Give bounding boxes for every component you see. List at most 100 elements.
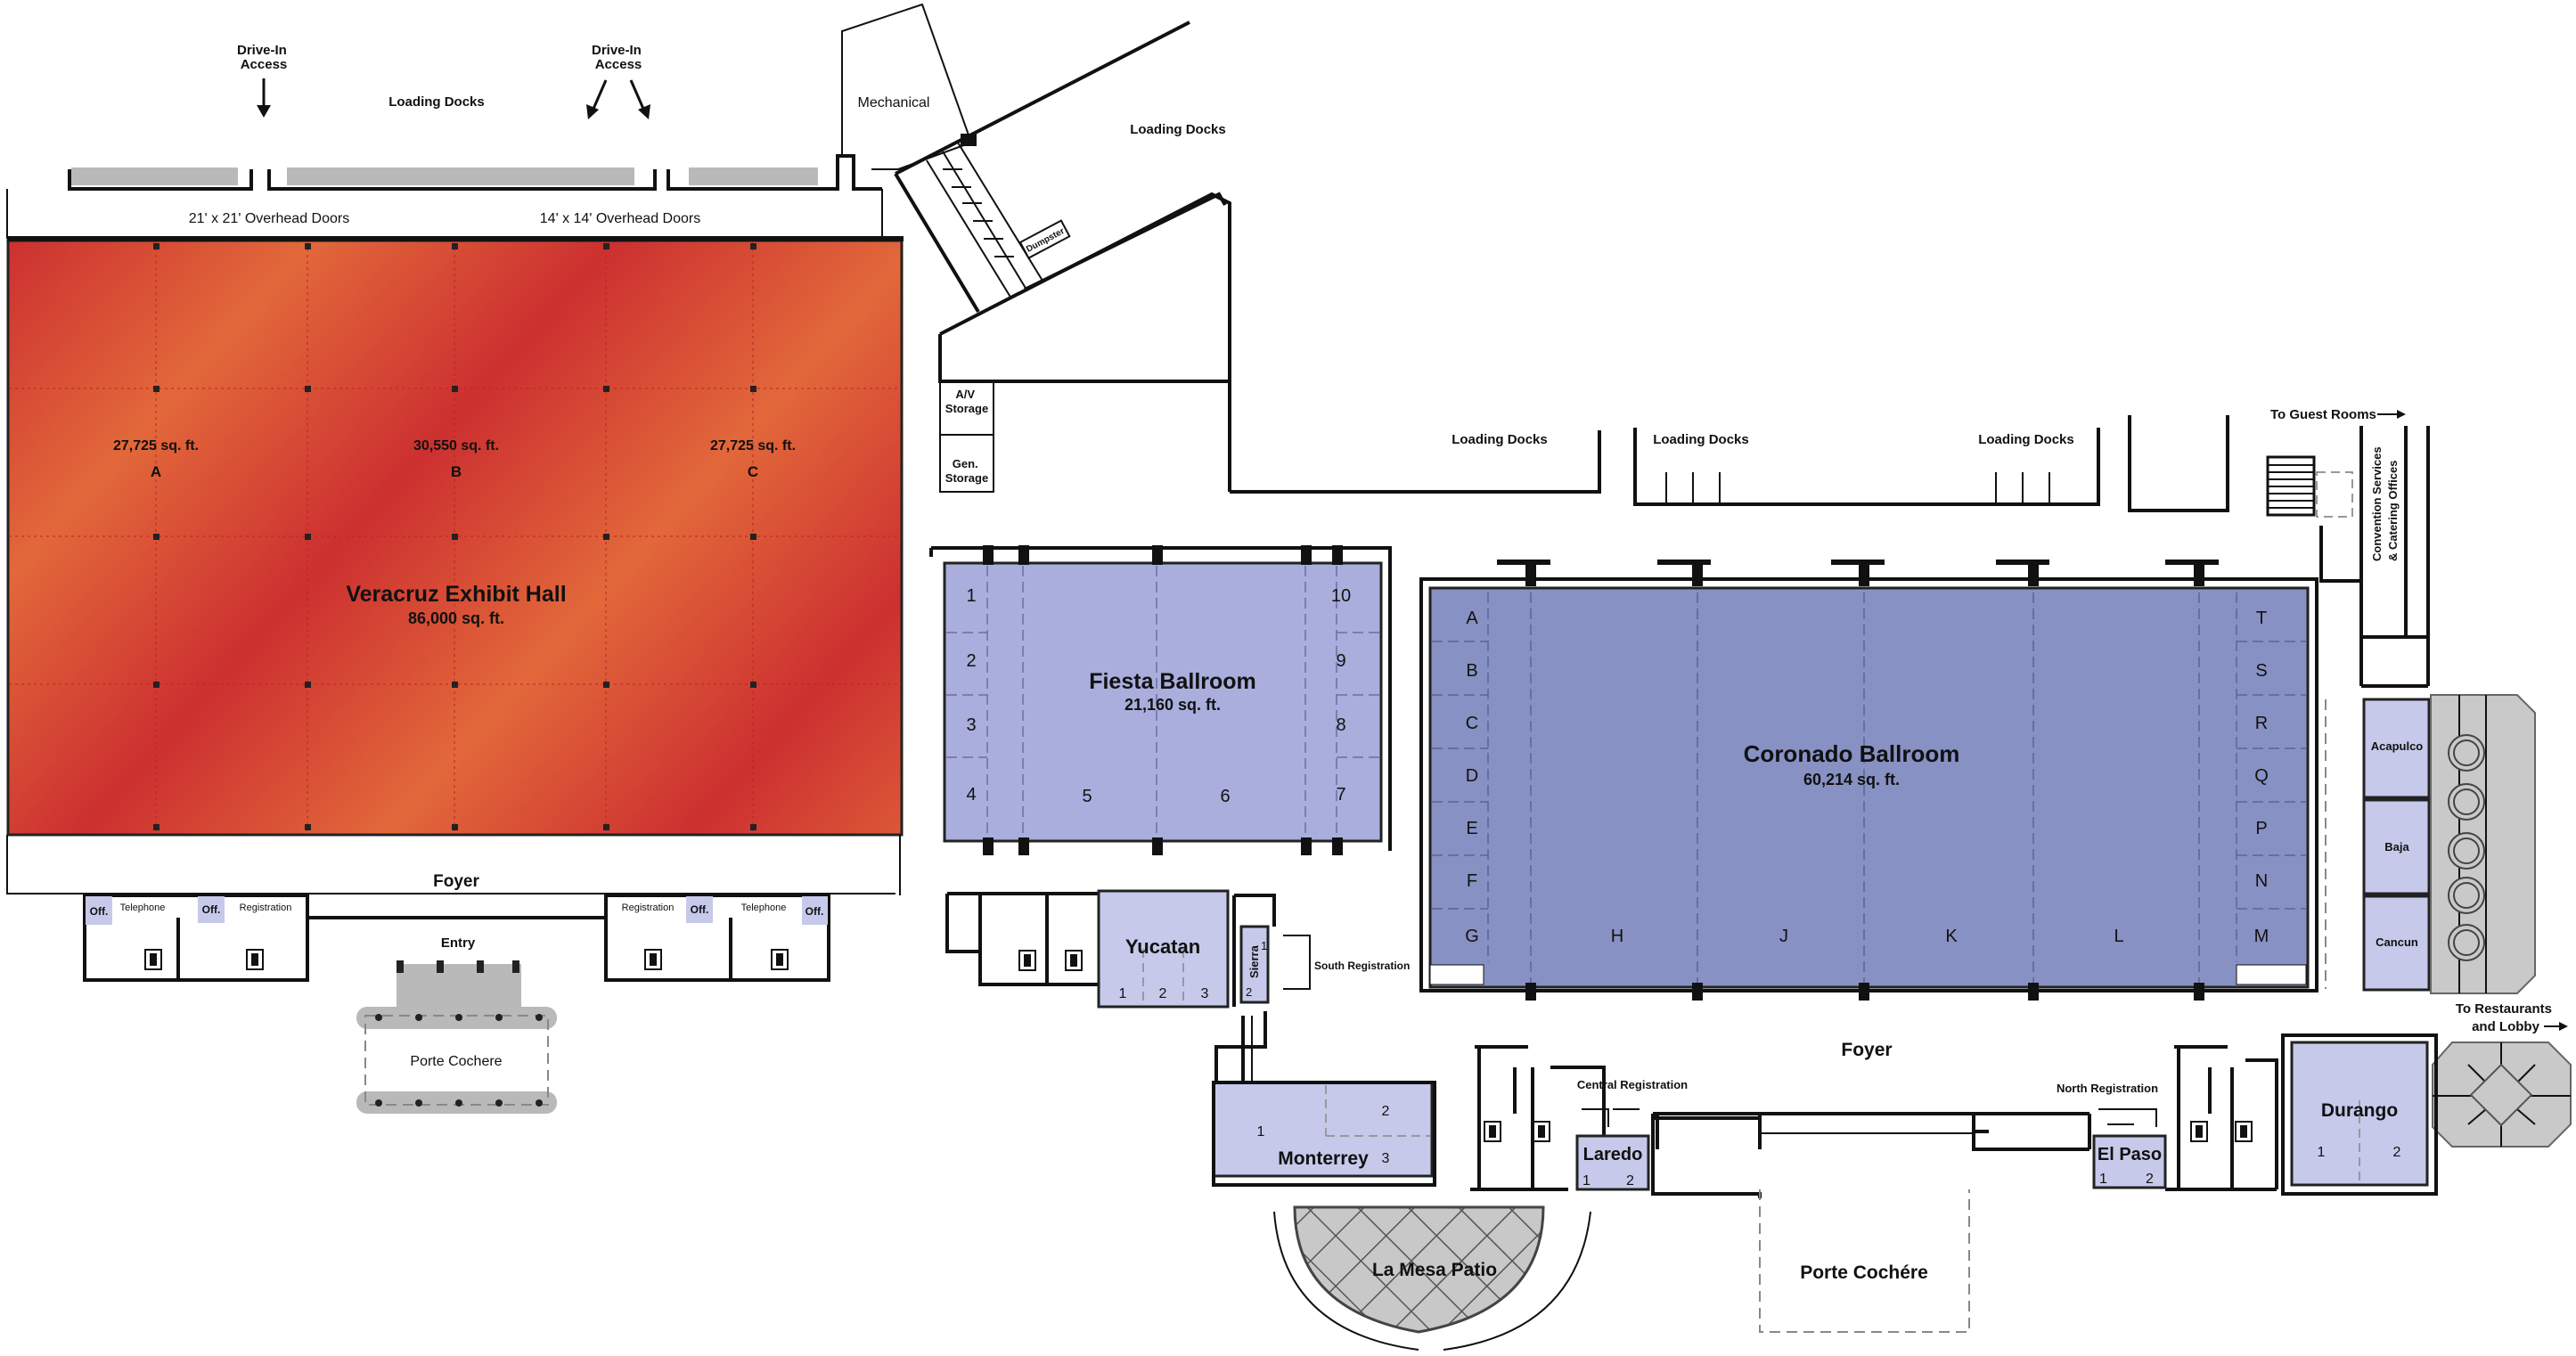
coronado-area: 60,214 sq. ft. xyxy=(1803,771,1900,788)
porte-cochere-label-2: Porte Cochére xyxy=(1800,1262,1928,1283)
fiesta-section-4: 4 xyxy=(966,785,976,805)
fiesta-ballroom[interactable]: 1 2 3 4 10 9 8 7 5 6 Fiesta Ballroom 21,… xyxy=(929,545,1392,855)
loading-docks-label-1: Loading Docks xyxy=(388,94,485,110)
mechanical-label: Mechanical xyxy=(858,95,930,110)
section-c-area: 27,725 sq. ft. xyxy=(710,438,796,453)
coronado-section-s: S xyxy=(2255,661,2267,681)
veracruz-foyer-area: Foyer Off. Telephone Off. Registration R… xyxy=(6,835,901,1114)
laredo-section-2: 2 xyxy=(1626,1173,1634,1189)
coronado-section-h: H xyxy=(1611,927,1623,946)
section-c-letter: C xyxy=(748,463,758,480)
north-registration-label: North Registration xyxy=(2057,1082,2158,1095)
yucatan-section-1: 1 xyxy=(1119,986,1127,1001)
sierra-section-1: 1 xyxy=(1261,939,1267,952)
coronado-section-k: K xyxy=(1945,927,1958,946)
veracruz-exhibit-hall[interactable]: 27,725 sq. ft. A 30,550 sq. ft. B 27,725… xyxy=(6,236,904,837)
durango-section-1: 1 xyxy=(2318,1145,2326,1160)
coronado-title: Coronado Ballroom xyxy=(1744,740,1960,767)
lower-area: Foyer Central Registration xyxy=(1212,1011,2438,1351)
coronado-section-b: B xyxy=(1466,661,1477,681)
overhead-doors-label-2: 14' x 14' Overhead Doors xyxy=(540,211,700,226)
stairs-icon xyxy=(2266,455,2316,517)
off-label-4: Off. xyxy=(806,905,824,918)
fiesta-area: 21,160 sq. ft. xyxy=(1124,696,1221,714)
el-paso-room[interactable]: El Paso 1 2 xyxy=(2092,1134,2167,1189)
monterrey-section-3: 3 xyxy=(1382,1151,1390,1166)
laredo-label: Laredo xyxy=(1583,1145,1643,1164)
arrow-down-icon xyxy=(586,79,650,119)
durango-label: Durango xyxy=(2321,1100,2398,1121)
monterrey-section-1: 1 xyxy=(1257,1124,1265,1140)
south-registration-label: South Registration xyxy=(1314,960,1410,972)
east-services: To Guest Rooms Convention Services & Cat… xyxy=(2266,407,2430,688)
coronado-section-e: E xyxy=(1466,819,1477,838)
fiesta-section-10: 10 xyxy=(1331,586,1351,606)
to-restaurants-label: To Restaurants and Lobby xyxy=(2456,1001,2556,1034)
fiesta-section-8: 8 xyxy=(1336,715,1345,735)
section-b-letter: B xyxy=(451,463,462,480)
coronado-section-m: M xyxy=(2254,927,2269,946)
coronado-section-f: F xyxy=(1467,871,1477,891)
coronado-ballroom[interactable]: A B C D E F G T S R Q P N M H J K L Coro… xyxy=(1419,560,2318,1001)
coronado-section-d: D xyxy=(1466,766,1478,786)
baja-label: Baja xyxy=(2384,840,2409,854)
acapulco-room[interactable]: Acapulco xyxy=(2362,698,2431,799)
el-paso-section-2: 2 xyxy=(2146,1172,2154,1187)
el-paso-label: El Paso xyxy=(2098,1145,2162,1164)
cancun-label: Cancun xyxy=(2376,935,2418,949)
lower-foyer-label: Foyer xyxy=(1841,1040,1892,1060)
baja-room[interactable]: Baja xyxy=(2362,798,2431,895)
telephone-label-1: Telephone xyxy=(120,903,166,913)
coronado-section-r: R xyxy=(2255,714,2268,733)
fiesta-section-9: 9 xyxy=(1336,651,1345,671)
veracruz-title: Veracruz Exhibit Hall xyxy=(346,582,566,607)
veracruz-foyer-label: Foyer xyxy=(433,872,479,891)
sierra-title: Sierra xyxy=(1247,944,1261,978)
monterrey-room[interactable]: 1 2 3 Monterrey xyxy=(1212,1081,1436,1187)
loading-docks-label-2: Loading Docks xyxy=(1130,122,1226,137)
fiesta-section-2: 2 xyxy=(966,651,976,671)
coronado-section-t: T xyxy=(2256,609,2267,628)
overhead-doors-label-1: 21' x 21' Overhead Doors xyxy=(189,211,349,226)
durango-section-2: 2 xyxy=(2393,1145,2401,1160)
fiesta-section-3: 3 xyxy=(966,715,976,735)
fiesta-title: Fiesta Ballroom xyxy=(1089,669,1256,694)
av-storage-label: A/V Storage xyxy=(945,388,988,415)
coronado-section-l: L xyxy=(2114,927,2123,946)
acapulco-label: Acapulco xyxy=(2371,739,2424,753)
drive-in-label-2: Drive-In Access xyxy=(592,43,645,72)
coronado-section-c: C xyxy=(1466,714,1478,733)
convention-services-label: Convention Services & Catering Offices xyxy=(2370,444,2400,561)
yucatan-section-3: 3 xyxy=(1201,986,1209,1001)
veracruz-area: 86,000 sq. ft. xyxy=(408,609,504,627)
yucatan-title: Yucatan xyxy=(1125,935,1200,958)
fiesta-section-7: 7 xyxy=(1336,785,1345,805)
coronado-section-p: P xyxy=(2255,819,2267,838)
porte-cochere-label-1: Porte Cochere xyxy=(410,1054,502,1069)
cancun-room[interactable]: Cancun xyxy=(2362,894,2431,992)
gen-storage-label: Gen. Storage xyxy=(945,457,988,485)
central-registration-label: Central Registration xyxy=(1577,1078,1688,1091)
la-mesa-patio-label: La Mesa Patio xyxy=(1372,1260,1497,1280)
sierra-room[interactable]: Sierra 1 2 South Registration xyxy=(1232,894,1410,1007)
east-rooms: Acapulco Baja Cancun To Restaurants and … xyxy=(2325,694,2572,1148)
section-b-area: 30,550 sq. ft. xyxy=(413,438,499,453)
la-mesa-patio[interactable]: La Mesa Patio xyxy=(1273,1205,1591,1351)
off-label-2: Off. xyxy=(202,903,221,916)
registration-label-1: Registration xyxy=(240,903,292,913)
monterrey-section-2: 2 xyxy=(1382,1104,1390,1119)
fiesta-section-5: 5 xyxy=(1082,787,1092,806)
el-paso-section-1: 1 xyxy=(2099,1172,2107,1187)
coronado-section-n: N xyxy=(2255,871,2268,891)
laredo-section-1: 1 xyxy=(1582,1173,1591,1189)
arrow-right-icon xyxy=(2544,1022,2568,1031)
registration-label-2: Registration xyxy=(622,903,675,913)
off-label-3: Off. xyxy=(691,903,709,916)
section-a-letter: A xyxy=(151,463,161,480)
durango-room[interactable]: Durango 1 2 xyxy=(2281,1033,2438,1196)
coronado-section-a: A xyxy=(1466,609,1478,628)
dumpster: Dumpster xyxy=(1018,219,1071,260)
yucatan-room[interactable]: Yucatan 1 2 3 xyxy=(1097,889,1230,1009)
laredo-room[interactable]: Laredo 1 2 xyxy=(1575,1134,1650,1191)
